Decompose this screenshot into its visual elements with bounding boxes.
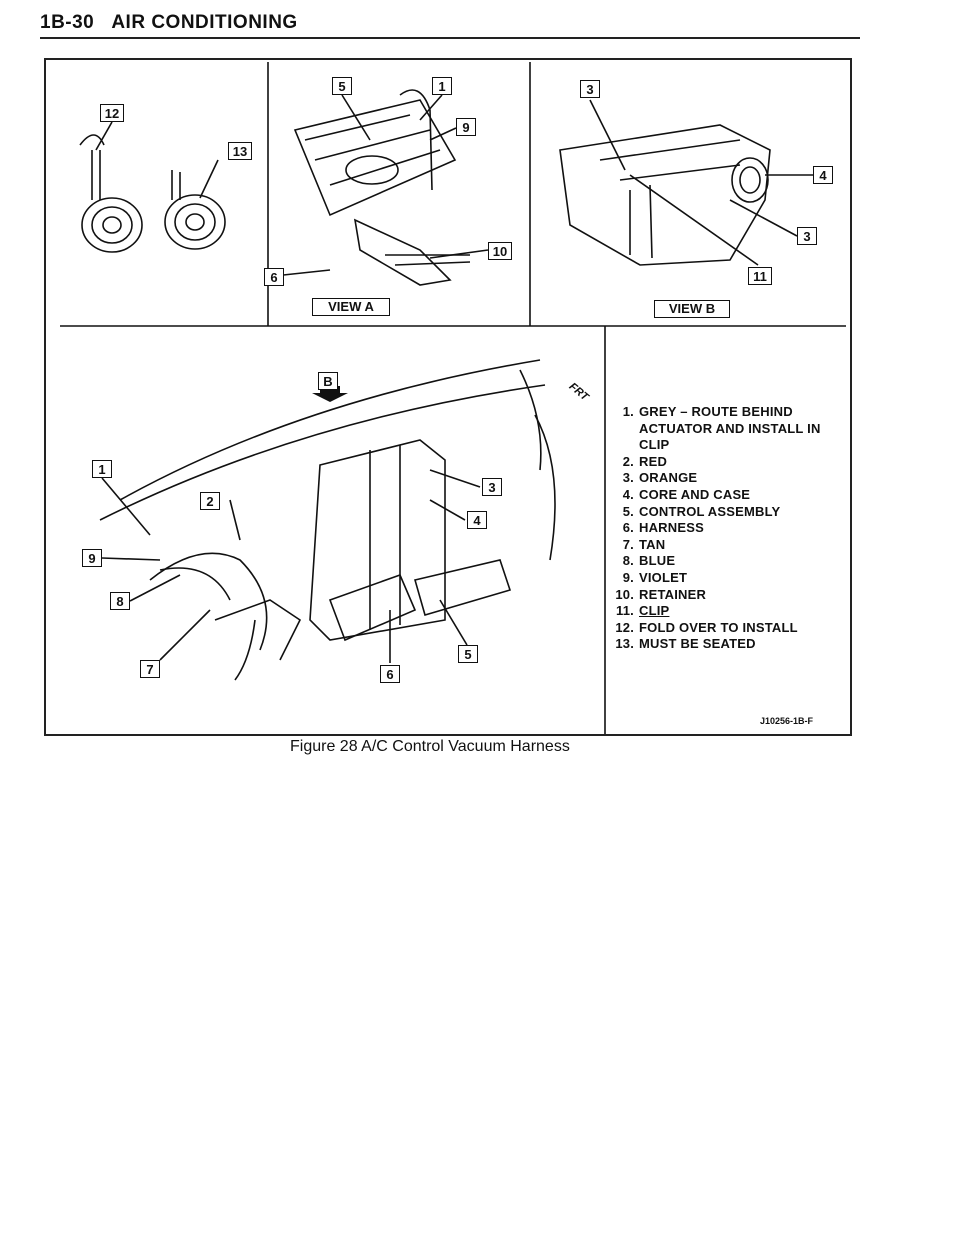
- callout-m8: 8: [110, 592, 130, 610]
- legend-text: MUST BE SEATED: [639, 636, 756, 652]
- leader-b3: [729, 199, 798, 237]
- legend-item: 1. GREY – ROUTE BEHIND: [612, 404, 852, 421]
- legend-num: 4.: [622, 486, 634, 502]
- legend-text: FOLD OVER TO INSTALL: [639, 619, 798, 635]
- legend-item: 7. TAN: [612, 537, 852, 554]
- dash-assembly: [99, 359, 556, 681]
- legend-item: 2. RED: [612, 454, 852, 471]
- callout-b3-top: 3: [580, 80, 600, 98]
- callout-m5: 5: [458, 645, 478, 663]
- legend-num: 11.: [616, 603, 634, 619]
- legend-item: 3. ORANGE: [612, 470, 852, 487]
- legend-text: CORE AND CASE: [639, 486, 751, 502]
- view-b-label: VIEW B: [654, 300, 730, 318]
- vacuum-actuator-left: [79, 134, 143, 253]
- callout-a5: 5: [332, 77, 352, 95]
- callout-a6: 6: [264, 268, 284, 286]
- legend-num: 1.: [622, 404, 634, 419]
- legend-num: [612, 421, 634, 454]
- legend-num: 12.: [615, 619, 634, 635]
- leader-a1: [419, 94, 443, 121]
- leader-m7: [159, 609, 211, 661]
- legend-text: VIOLET: [639, 569, 688, 585]
- view-b-case: [559, 124, 771, 266]
- legend-text: ORANGE: [639, 470, 698, 486]
- legend-num: 6.: [622, 520, 634, 536]
- legend-text: HARNESS: [639, 520, 704, 536]
- legend-item: 13. MUST BE SEATED: [612, 636, 852, 653]
- callout-a10: 10: [488, 242, 512, 260]
- figure-id: J10256-1B-F: [760, 716, 814, 726]
- view-a-assembly: [293, 89, 471, 286]
- legend-num: 8.: [622, 553, 634, 569]
- view-b-arrow: [312, 386, 348, 402]
- legend-num: 2.: [622, 453, 634, 469]
- legend-text: CLIP: [639, 603, 670, 619]
- legend-item: 8. BLUE: [612, 553, 852, 570]
- callout-b11: 11: [748, 267, 772, 285]
- parts-legend: 1. GREY – ROUTE BEHIND ACTUATOR AND INSTA…: [612, 404, 852, 653]
- callout-m6: 6: [380, 665, 400, 683]
- callout-12: 12: [100, 104, 124, 122]
- view-a-label: VIEW A: [312, 298, 390, 316]
- callout-mB: B: [318, 372, 338, 390]
- legend-text: GREY – ROUTE BEHIND: [639, 404, 793, 419]
- leader-m2: [229, 499, 241, 541]
- leader-m1: [101, 477, 151, 536]
- leader-12: [95, 121, 113, 151]
- leader-m3: [429, 469, 481, 488]
- legend-item: 4. CORE AND CASE: [612, 487, 852, 504]
- callout-b4: 4: [813, 166, 833, 184]
- legend-item: 10. RETAINER: [612, 587, 852, 604]
- legend-num: 3.: [622, 470, 634, 486]
- vacuum-actuator-right: [164, 170, 226, 250]
- leader-b11: [629, 174, 759, 266]
- callout-m4: 4: [467, 511, 487, 529]
- callout-a1: 1: [432, 77, 452, 95]
- leader-m8: [129, 574, 181, 602]
- legend-num: 5.: [622, 503, 634, 519]
- callout-m7: 7: [140, 660, 160, 678]
- legend-num: 10.: [615, 586, 634, 602]
- legend-item: 12. FOLD OVER TO INSTALL: [612, 620, 852, 637]
- header-rule: [40, 37, 860, 39]
- leader-a9: [429, 127, 457, 141]
- legend-text: TAN: [639, 536, 666, 552]
- section-number: 1B-30: [40, 12, 95, 33]
- legend-item: 6. HARNESS: [612, 520, 852, 537]
- figure-frame: [44, 58, 852, 736]
- callout-m9: 9: [82, 549, 102, 567]
- legend-text: CONTROL ASSEMBLY: [639, 503, 781, 519]
- leader-m9: [101, 557, 161, 561]
- leader-m4: [429, 499, 466, 521]
- callout-m3: 3: [482, 478, 502, 496]
- callout-m1: 1: [92, 460, 112, 478]
- leader-b3top: [589, 99, 626, 171]
- legend-item: 11. CLIP: [612, 603, 852, 620]
- figure-caption: Figure 28 A/C Control Vacuum Harness: [290, 738, 570, 755]
- legend-text: RETAINER: [639, 586, 707, 602]
- legend-item: 9. VIOLET: [612, 570, 852, 587]
- legend-text: ACTUATOR AND INSTALL IN CLIP: [639, 420, 821, 453]
- legend-num: 7.: [622, 536, 634, 552]
- section-title: AIR CONDITIONING: [111, 12, 298, 33]
- callout-13: 13: [228, 142, 252, 160]
- legend-text: BLUE: [639, 553, 676, 569]
- legend-num: 13.: [615, 636, 634, 652]
- legend-text: RED: [639, 453, 668, 469]
- leader-m5: [439, 599, 468, 646]
- leader-13: [199, 159, 219, 199]
- callout-b3: 3: [797, 227, 817, 245]
- leader-a5: [341, 94, 371, 141]
- section-header: 1B-30 AIR CONDITIONING: [40, 12, 298, 34]
- callout-a9: 9: [456, 118, 476, 136]
- callout-m2: 2: [200, 492, 220, 510]
- legend-num: 9.: [622, 569, 634, 585]
- leader-a10: [429, 249, 489, 259]
- legend-item: 5. CONTROL ASSEMBLY: [612, 504, 852, 521]
- legend-item: ACTUATOR AND INSTALL IN CLIP: [612, 421, 852, 454]
